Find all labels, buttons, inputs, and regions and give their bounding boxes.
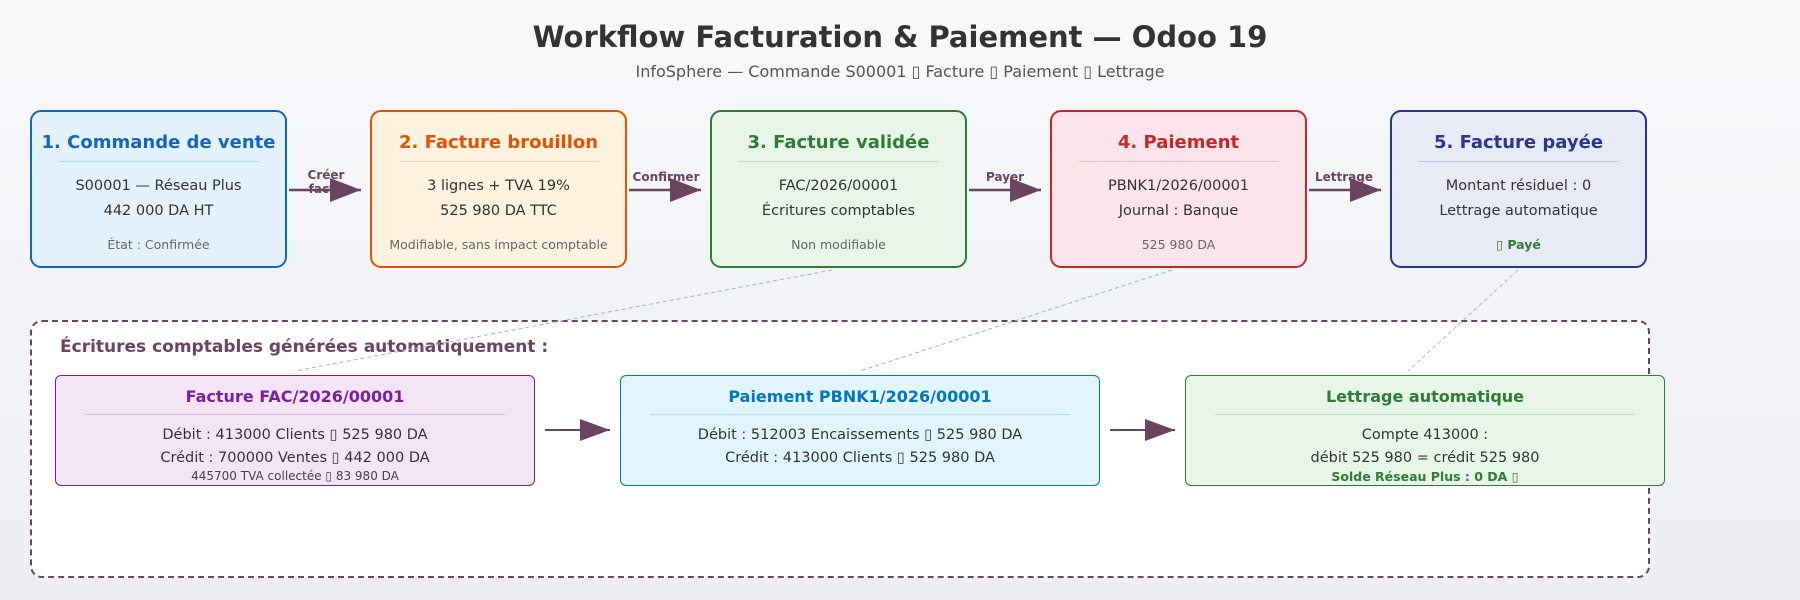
- entry-invoice: Facture FAC/2026/00001 Débit : 413000 Cl…: [55, 375, 535, 486]
- stage-divider: [1418, 161, 1619, 162]
- stage-validated-invoice: 3. Facture validée FAC/2026/00001 Écritu…: [710, 110, 967, 268]
- entry-divider: [85, 414, 505, 415]
- stage-title: 2. Facture brouillon: [398, 132, 599, 153]
- stage-line-1: Montant résiduel : 0: [1445, 178, 1592, 194]
- stage-note: ▯ Payé: [1496, 237, 1541, 252]
- stage-line-2: 442 000 DA HT: [103, 203, 214, 219]
- entry-title: Facture FAC/2026/00001: [185, 387, 405, 406]
- entry-arrow-2-head: [1145, 419, 1175, 441]
- entry-reconciliation: Lettrage automatique Compte 413000 : déb…: [1185, 375, 1665, 486]
- entry-divider: [1215, 414, 1635, 415]
- entry-payment: Paiement PBNK1/2026/00001 Débit : 512003…: [620, 375, 1100, 486]
- stage-title: 3. Facture validée: [747, 132, 930, 153]
- panel-title: Écritures comptables générées automatiqu…: [60, 337, 549, 357]
- stage-note: Modifiable, sans impact comptable: [389, 237, 608, 252]
- entry-arrow-1-head: [580, 419, 610, 441]
- diagram-subtitle: InfoSphere — Commande S00001 ▯ Facture ▯…: [635, 62, 1165, 81]
- entry-line-1: Compte 413000 :: [1361, 427, 1489, 443]
- diagram-title: Workflow Facturation & Paiement — Odoo 1…: [532, 20, 1268, 54]
- entry-line-1: Débit : 413000 Clients ▯ 525 980 DA: [162, 427, 428, 443]
- link-payment-to-entry: [859, 269, 1173, 372]
- stage-divider: [58, 161, 259, 162]
- entry-divider: [650, 414, 1070, 415]
- entry-title: Lettrage automatique: [1325, 387, 1525, 406]
- stage-paid-invoice: 5. Facture payée Montant résiduel : 0 Le…: [1390, 110, 1647, 268]
- stage-line-1: 3 lignes + TVA 19%: [427, 178, 570, 194]
- entry-line-3: 445700 TVA collectée ▯ 83 980 DA: [191, 469, 399, 483]
- stage-title: 5. Facture payée: [1433, 132, 1604, 153]
- entry-line-3: Solde Réseau Plus : 0 DA ▯: [1331, 469, 1519, 484]
- entry-line-2: Crédit : 700000 Ventes ▯ 442 000 DA: [160, 450, 430, 466]
- entry-line-1: Débit : 512003 Encaissements ▯ 525 980 D…: [697, 427, 1023, 443]
- stage-divider: [398, 161, 599, 162]
- stage-payment: 4. Paiement PBNK1/2026/00001 Journal : B…: [1050, 110, 1307, 268]
- flow-arrow-1-head: [330, 178, 361, 202]
- flow-arrow-4-head: [1350, 178, 1381, 202]
- connector-label-reconcile: Lettrage: [1314, 170, 1373, 184]
- stage-line-2: Écritures comptables: [761, 203, 916, 219]
- entry-title: Paiement PBNK1/2026/00001: [728, 387, 992, 406]
- entry-line-2: Crédit : 413000 Clients ▯ 525 980 DA: [725, 450, 995, 466]
- stage-draft-invoice: 2. Facture brouillon 3 lignes + TVA 19% …: [370, 110, 627, 268]
- flow-arrow-2-head: [670, 178, 701, 202]
- stage-divider: [738, 161, 939, 162]
- stage-line-1: S00001 — Réseau Plus: [75, 178, 242, 194]
- flow-arrow-3-head: [1010, 178, 1041, 202]
- stage-title: 4. Paiement: [1117, 132, 1240, 153]
- entry-line-2: débit 525 980 = crédit 525 980: [1310, 450, 1540, 466]
- stage-note: Non modifiable: [791, 237, 886, 252]
- stage-line-2: Lettrage automatique: [1439, 203, 1598, 219]
- stage-divider: [1078, 161, 1279, 162]
- connector-label-confirm: Confirmer: [632, 170, 700, 184]
- link-validated-invoice-to-entry: [294, 269, 833, 372]
- stage-title: 1. Commande de vente: [41, 132, 276, 153]
- stage-line-1: PBNK1/2026/00001: [1107, 178, 1250, 194]
- stage-sales-order: 1. Commande de vente S00001 — Réseau Plu…: [30, 110, 287, 268]
- stage-line-1: FAC/2026/00001: [778, 178, 899, 194]
- stage-line-2: 525 980 DA TTC: [440, 203, 557, 219]
- stage-note: 525 980 DA: [1141, 237, 1216, 252]
- stage-note: État : Confirmée: [107, 237, 210, 252]
- connector-label-line-1: Créer: [307, 168, 345, 182]
- stage-line-2: Journal : Banque: [1118, 203, 1239, 219]
- link-paid-invoice-to-entry: [1407, 269, 1519, 372]
